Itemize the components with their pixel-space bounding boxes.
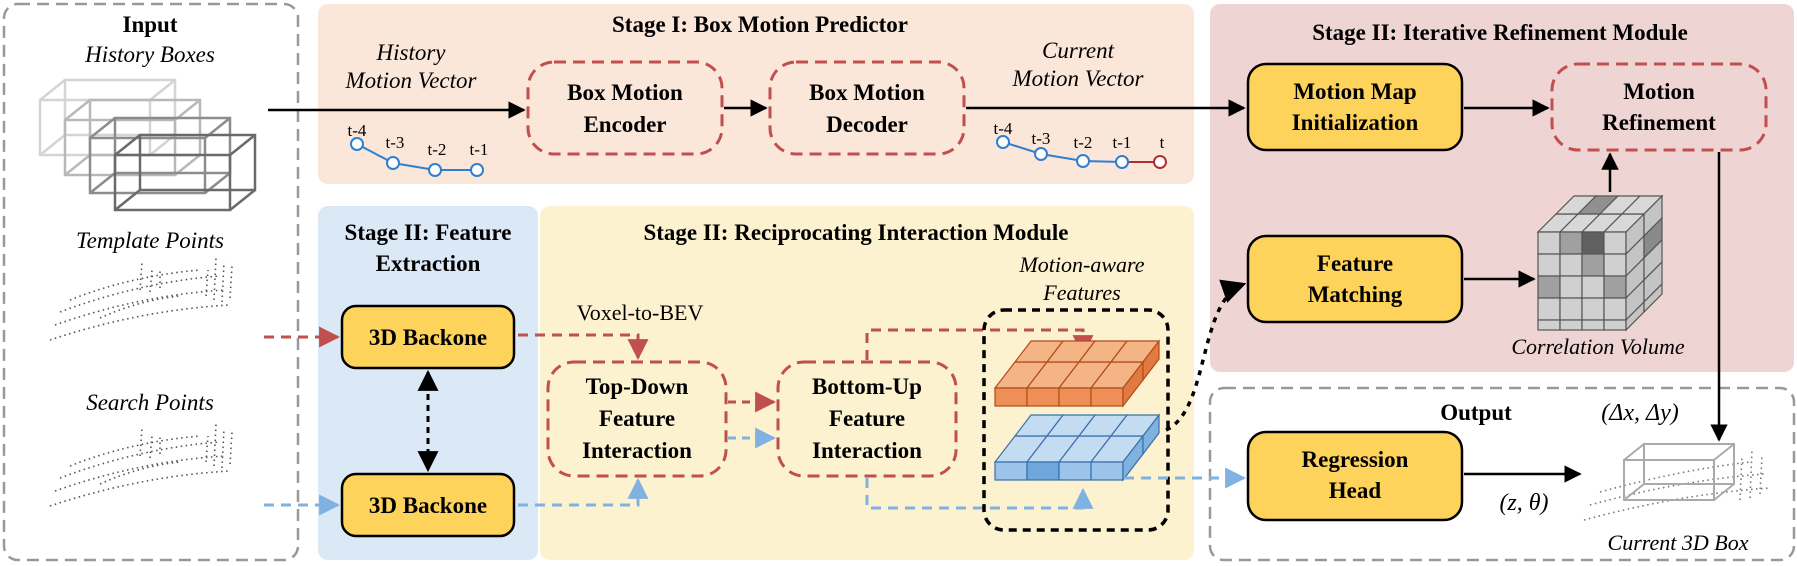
motion-map-init-node[interactable] bbox=[1246, 62, 1464, 152]
traj-point bbox=[428, 163, 442, 177]
motion-refinement-node[interactable] bbox=[1550, 62, 1768, 152]
backbone-bottom-node[interactable] bbox=[340, 472, 516, 538]
traj-point bbox=[350, 137, 364, 151]
box-motion-encoder-node[interactable] bbox=[526, 60, 724, 156]
refine-title: Stage II: Iterative Refinement Module bbox=[1312, 20, 1688, 45]
arrow-backbone-bottom-to-topdown bbox=[518, 477, 649, 507]
traj-point bbox=[470, 163, 484, 177]
motion-ref-label-line1: Motion bbox=[1623, 79, 1695, 104]
traj-tick-label: t-1 bbox=[1113, 133, 1132, 152]
input-panel bbox=[2, 2, 300, 562]
traj-point bbox=[386, 156, 400, 170]
stage1-title: Stage I: Box Motion Predictor bbox=[612, 12, 908, 37]
correlation-volume-cube bbox=[1536, 194, 1664, 332]
red-feature-map bbox=[993, 339, 1161, 408]
history-boxes-icon bbox=[38, 78, 257, 212]
search-points-cloud bbox=[49, 423, 233, 507]
interaction-title: Stage II: Reciprocating Interaction Modu… bbox=[643, 220, 1068, 245]
backbone-top-node[interactable] bbox=[340, 304, 516, 370]
matching-label-line2: Matching bbox=[1308, 282, 1403, 307]
input-title: Input bbox=[123, 12, 178, 37]
topdown-label-line2: Feature bbox=[599, 406, 675, 431]
traj-tick-label: t-1 bbox=[470, 140, 489, 159]
motion-aware-label-line1: Motion-aware bbox=[1018, 252, 1144, 277]
init-label-line1: Motion Map bbox=[1293, 79, 1416, 104]
history-trajectory: t-4 t-3 t-2 t-1 bbox=[348, 121, 489, 177]
template-points-label: Template Points bbox=[76, 228, 224, 253]
feature-title-line1: Stage II: Feature bbox=[345, 220, 512, 245]
bottomup-label-line2: Feature bbox=[829, 406, 905, 431]
delta-label: (Δx, Δy) bbox=[1601, 400, 1678, 426]
bottomup-interaction-node[interactable] bbox=[776, 360, 958, 478]
output-title: Output bbox=[1440, 400, 1512, 425]
correlation-volume-label: Correlation Volume bbox=[1511, 334, 1685, 359]
stage1-panel bbox=[318, 4, 1194, 184]
current-box-icon bbox=[1623, 443, 1735, 501]
traj-point bbox=[1115, 155, 1129, 169]
output-panel bbox=[1208, 386, 1796, 562]
template-points-cloud bbox=[49, 257, 233, 341]
motion-aware-features-box bbox=[982, 308, 1170, 532]
traj-point bbox=[996, 135, 1010, 149]
voxel-to-bev-label: Voxel-to-BEV bbox=[577, 300, 704, 325]
reg-label-line1: Regression bbox=[1302, 447, 1409, 472]
init-label-line2: Initialization bbox=[1292, 110, 1419, 135]
history-vector-label-line2: Motion Vector bbox=[345, 68, 478, 93]
current-trajectory: t-4 t-3 t-2 t-1 t bbox=[994, 119, 1167, 169]
backbone-top-label: 3D Backone bbox=[369, 325, 487, 350]
encoder-label-line2: Encoder bbox=[583, 112, 666, 137]
arrow-backbone-top-to-topdown bbox=[518, 333, 649, 361]
current-vector-label-line2: Motion Vector bbox=[1012, 66, 1145, 91]
backbone-bottom-label: 3D Backone bbox=[369, 493, 487, 518]
history-vector-label-line1: History bbox=[376, 40, 447, 65]
blue-feature-map bbox=[993, 413, 1161, 482]
matching-label-line1: Feature bbox=[1317, 251, 1393, 276]
regression-head-node[interactable] bbox=[1246, 430, 1464, 522]
current-box-label: Current 3D Box bbox=[1608, 530, 1749, 555]
topdown-label-line3: Interaction bbox=[582, 438, 692, 463]
history-boxes-label: History Boxes bbox=[84, 42, 215, 67]
traj-point bbox=[1076, 154, 1090, 168]
traj-tick-label: t-4 bbox=[348, 121, 367, 140]
traj-tick-label: t-3 bbox=[1032, 129, 1051, 148]
motion-ref-label-line2: Refinement bbox=[1602, 110, 1716, 135]
feature-title-line2: Extraction bbox=[376, 251, 481, 276]
traj-tick-label: t-2 bbox=[428, 140, 447, 159]
z-theta-label: (z, θ) bbox=[1499, 490, 1548, 516]
bottomup-label-line3: Interaction bbox=[812, 438, 922, 463]
traj-tick-label: t bbox=[1160, 133, 1165, 152]
topdown-interaction-node[interactable] bbox=[546, 360, 728, 478]
motion-aware-label-line2: Features bbox=[1042, 280, 1120, 305]
topdown-label-line1: Top-Down bbox=[586, 374, 689, 399]
traj-tick-label: t-3 bbox=[386, 133, 405, 152]
feature-matching-node[interactable] bbox=[1246, 234, 1464, 324]
traj-tick-label: t-4 bbox=[994, 119, 1013, 138]
search-points-label: Search Points bbox=[86, 390, 214, 415]
box-motion-decoder-node[interactable] bbox=[768, 60, 966, 156]
encoder-label-line1: Box Motion bbox=[567, 80, 683, 105]
arrow-bottomup-to-blue-features bbox=[865, 478, 1094, 510]
traj-tick-label: t-2 bbox=[1074, 133, 1093, 152]
bottomup-label-line1: Bottom-Up bbox=[812, 374, 922, 399]
reg-label-line2: Head bbox=[1329, 478, 1382, 503]
traj-point bbox=[1034, 147, 1048, 161]
traj-point-current bbox=[1153, 155, 1167, 169]
current-vector-label-line1: Current bbox=[1042, 38, 1115, 63]
decoder-label-line2: Decoder bbox=[826, 112, 908, 137]
decoder-label-line1: Box Motion bbox=[809, 80, 925, 105]
